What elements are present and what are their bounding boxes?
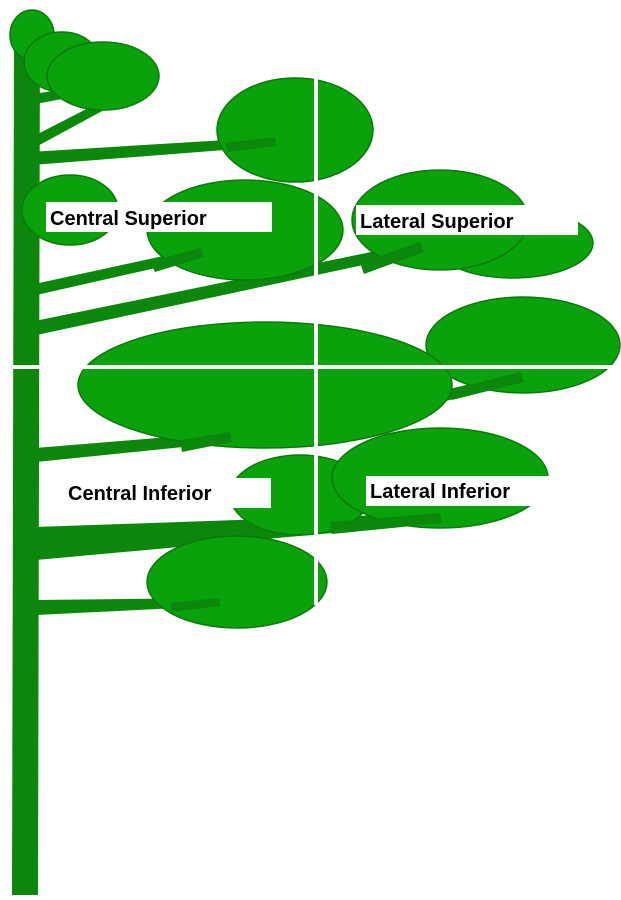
label-central-superior: Central Superior (46, 202, 272, 232)
label-lateral-superior: Lateral Superior (356, 205, 578, 235)
leaf (426, 297, 620, 393)
leaf (147, 536, 327, 628)
leaf (217, 78, 373, 182)
label-central-superior-text: Central Superior (50, 208, 207, 230)
leaf (78, 322, 452, 448)
label-lateral-inferior: Lateral Inferior (366, 476, 568, 506)
label-central-inferior-text: Central Inferior (68, 483, 212, 505)
label-central-inferior: Central Inferior (65, 478, 271, 508)
label-lateral-superior-text: Lateral Superior (360, 211, 514, 233)
label-lateral-inferior-text: Lateral Inferior (370, 481, 510, 503)
leaf (47, 42, 159, 110)
